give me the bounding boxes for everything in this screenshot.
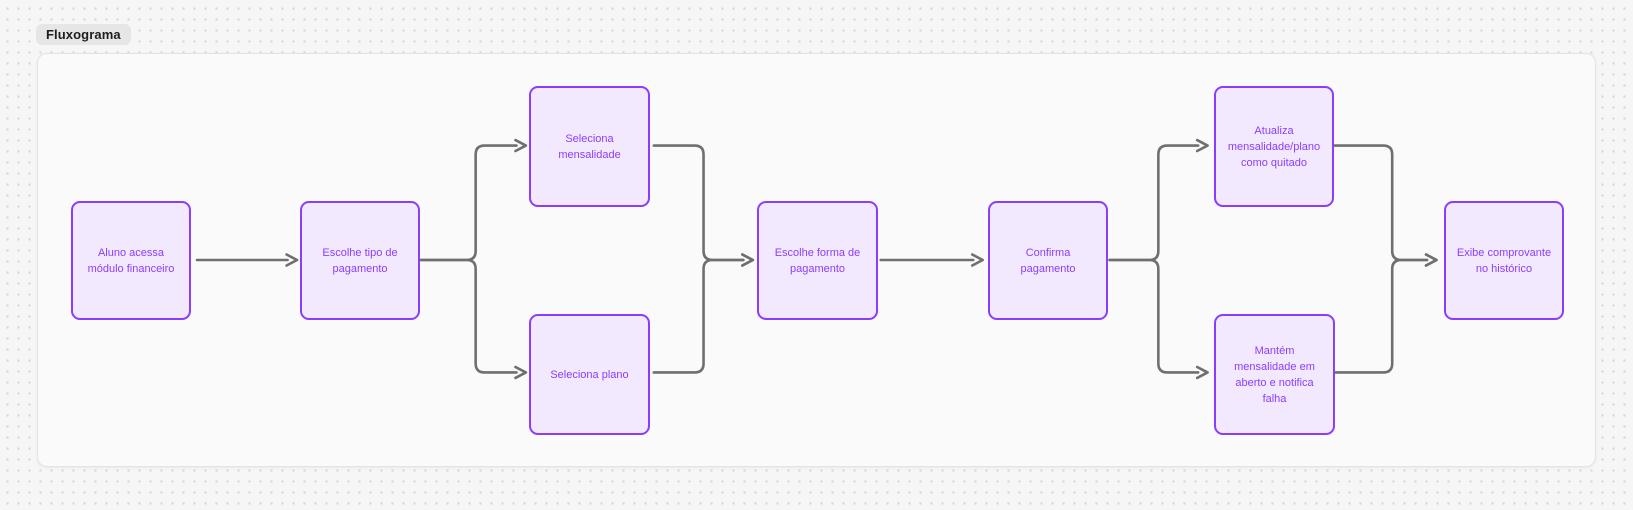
connector-select-mensalidade-to-choose-method[interactable] — [652, 144, 755, 267]
connector-update-paid-to-show-receipt[interactable] — [1333, 144, 1438, 267]
flow-node-choose-type[interactable]: Escolhe tipo de pagamento — [300, 201, 420, 320]
flow-node-show-receipt[interactable]: Exibe comprovante no histórico — [1444, 201, 1564, 320]
connector-choose-type-to-select-plano[interactable] — [419, 258, 528, 380]
flow-node-label: Escolhe forma de pagamento — [774, 246, 861, 275]
connector-select-plano-to-choose-method[interactable] — [652, 253, 755, 374]
flow-node-update-paid[interactable]: Atualiza mensalidade/plano como quitado — [1214, 86, 1334, 207]
connector-keep-open-to-show-receipt[interactable] — [1334, 253, 1438, 374]
connectors-layer — [195, 138, 1438, 380]
flow-node-confirm[interactable]: Confirma pagamento — [988, 201, 1108, 320]
flow-node-select-mensalidade[interactable]: Seleciona mensalidade — [529, 86, 650, 207]
flowchart-canvas[interactable]: Aluno acessa módulo financeiro Escolhe t… — [37, 53, 1596, 467]
flow-node-label: Mantém mensalidade em aberto e notifica … — [1234, 344, 1315, 405]
flow-node-select-plano[interactable]: Seleciona plano — [529, 314, 650, 435]
connector-choose-type-to-select-mensalidade[interactable] — [419, 138, 528, 262]
flow-node-keep-open[interactable]: Mantém mensalidade em aberto e notifica … — [1214, 314, 1335, 435]
flow-node-label: Seleciona mensalidade — [558, 132, 621, 161]
frame-title-badge[interactable]: Fluxograma — [36, 24, 131, 45]
flow-node-choose-method[interactable]: Escolhe forma de pagamento — [757, 201, 878, 320]
flow-node-label: Aluno acessa módulo financeiro — [87, 246, 175, 275]
flow-node-label: Seleciona plano — [550, 368, 629, 381]
flow-node-label: Confirma pagamento — [1020, 246, 1076, 275]
flow-node-label: Escolhe tipo de pagamento — [322, 246, 398, 275]
connector-confirm-to-update-paid[interactable] — [1108, 138, 1209, 262]
connector-confirm-to-keep-open[interactable] — [1108, 258, 1209, 380]
flow-node-start[interactable]: Aluno acessa módulo financeiro — [71, 201, 191, 320]
flow-node-label: Atualiza mensalidade/plano como quitado — [1227, 124, 1321, 169]
flow-node-label: Exibe comprovante no histórico — [1456, 246, 1552, 275]
